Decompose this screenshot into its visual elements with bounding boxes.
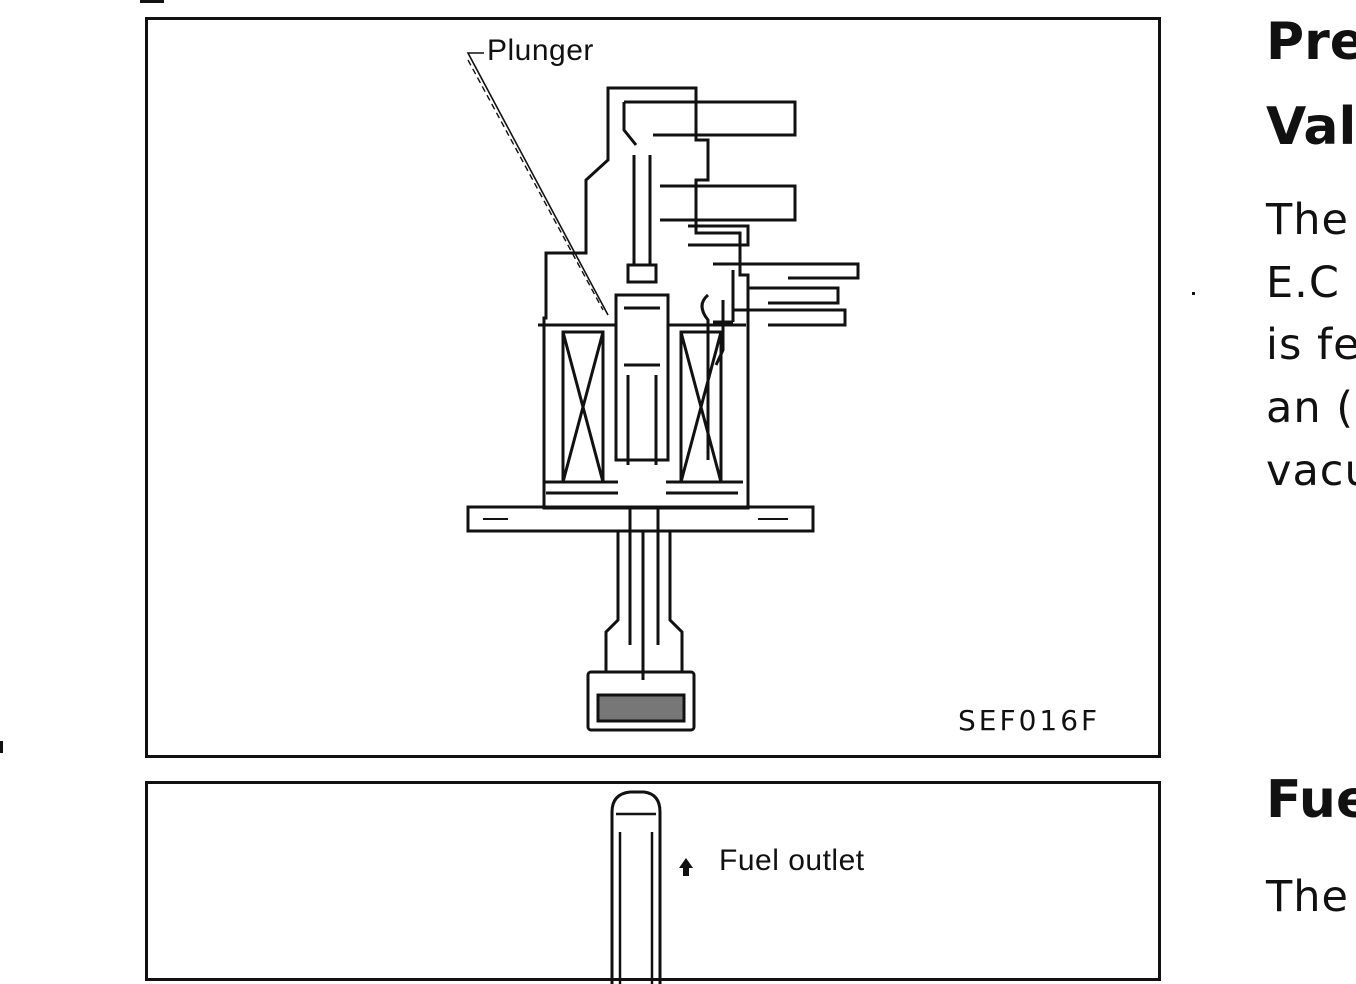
fuel-pump-figure: Fuel outlet bbox=[145, 781, 1161, 984]
fuel-outlet-callout: Fuel outlet bbox=[719, 844, 865, 877]
body-text-line: is fe bbox=[1266, 320, 1356, 370]
body-text-line: an ( bbox=[1266, 383, 1355, 433]
scan-speck bbox=[0, 741, 3, 753]
body-text-line: The bbox=[1266, 195, 1349, 245]
up-arrow-icon bbox=[679, 858, 693, 876]
body-text-line: vacu bbox=[1266, 446, 1356, 496]
body-text-line: The bbox=[1266, 872, 1349, 922]
scan-speck bbox=[1192, 292, 1195, 295]
plunger-callout: Plunger bbox=[487, 34, 594, 67]
solenoid-valve-figure: Plunger SEF016F bbox=[145, 17, 1161, 758]
section-heading-line2: Val bbox=[1266, 97, 1356, 157]
section-heading-2: Fue bbox=[1266, 770, 1356, 830]
figure-code: SEF016F bbox=[958, 704, 1101, 737]
body-text-line: E.C bbox=[1266, 258, 1340, 308]
solenoid-valve-drawing bbox=[466, 52, 860, 732]
section-heading-line1: Pre bbox=[1266, 12, 1356, 72]
fuel-pump-drawing bbox=[610, 790, 693, 984]
page-edge-mark bbox=[140, 0, 164, 3]
